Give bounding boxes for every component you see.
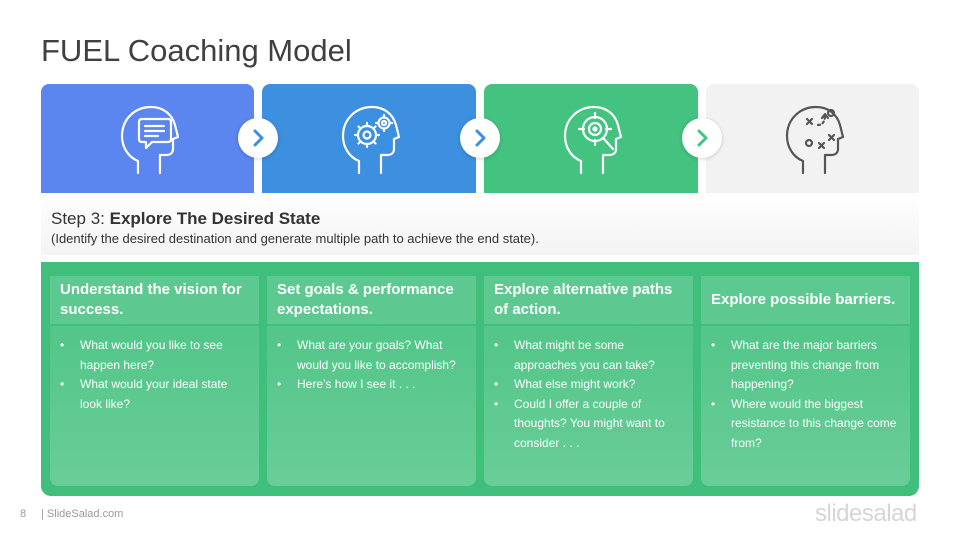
- list-item: What would you like to see happen here?: [60, 336, 249, 375]
- page-number: 8: [20, 508, 27, 520]
- bullet-list: What are your goals? What would you like…: [267, 326, 476, 395]
- tile-step-4: [706, 84, 919, 193]
- brand-logo: slidesalad: [815, 500, 917, 527]
- arrow-1: [238, 118, 278, 158]
- chevron-right-icon: [253, 129, 264, 147]
- column-body-3: What might be some approaches you can ta…: [484, 326, 693, 486]
- column-body-4: What are the major barriers preventing t…: [701, 326, 910, 486]
- column-heading-3: Explore alternative paths of action.: [484, 276, 693, 324]
- list-item: What would your ideal state look like?: [60, 375, 249, 414]
- list-item: What might be some approaches you can ta…: [494, 336, 683, 375]
- head-target-magnifier-icon: [563, 105, 623, 174]
- chevron-right-icon: [697, 129, 708, 147]
- head-speech-bubble-icon: [120, 105, 179, 174]
- tile-step-3: [484, 84, 698, 193]
- list-item: Could I offer a couple of thoughts? You …: [494, 395, 683, 454]
- bullet-list: What are the major barriers preventing t…: [701, 326, 910, 453]
- column-heading-4: Explore possible barriers.: [701, 276, 910, 324]
- head-strategy-plan-icon: [785, 105, 844, 174]
- head-gears-icon: [341, 105, 401, 174]
- arrow-3: [682, 118, 722, 158]
- bullet-list: What would you like to see happen here? …: [50, 326, 259, 414]
- list-item: Where would the biggest resistance to th…: [711, 395, 900, 454]
- chevron-right-icon: [475, 129, 486, 147]
- page-title: FUEL Coaching Model: [41, 33, 352, 68]
- step-title: Step 3: Explore The Desired State: [51, 209, 320, 229]
- column-body-2: What are your goals? What would you like…: [267, 326, 476, 486]
- list-item: What are the major barriers preventing t…: [711, 336, 900, 395]
- step-prefix: Step 3:: [51, 209, 110, 228]
- footer-site-link[interactable]: | SlideSalad.com: [41, 508, 124, 520]
- arrow-2: [460, 118, 500, 158]
- step-description: (Identify the desired destination and ge…: [51, 231, 539, 246]
- list-item: What are your goals? What would you like…: [277, 336, 466, 375]
- step-name: Explore The Desired State: [109, 209, 321, 228]
- tile-step-1: [41, 84, 254, 193]
- column-body-1: What would you like to see happen here? …: [50, 326, 259, 486]
- tile-step-2: [262, 84, 476, 193]
- list-item: Here’s how I see it . . .: [277, 375, 466, 395]
- list-item: What else might work?: [494, 375, 683, 395]
- column-heading-2: Set goals & performance expectations.: [267, 276, 476, 324]
- column-heading-1: Understand the vision for success.: [50, 276, 259, 324]
- step-band: Step 3: Explore The Desired State (Ident…: [41, 193, 919, 255]
- bullet-list: What might be some approaches you can ta…: [484, 326, 693, 453]
